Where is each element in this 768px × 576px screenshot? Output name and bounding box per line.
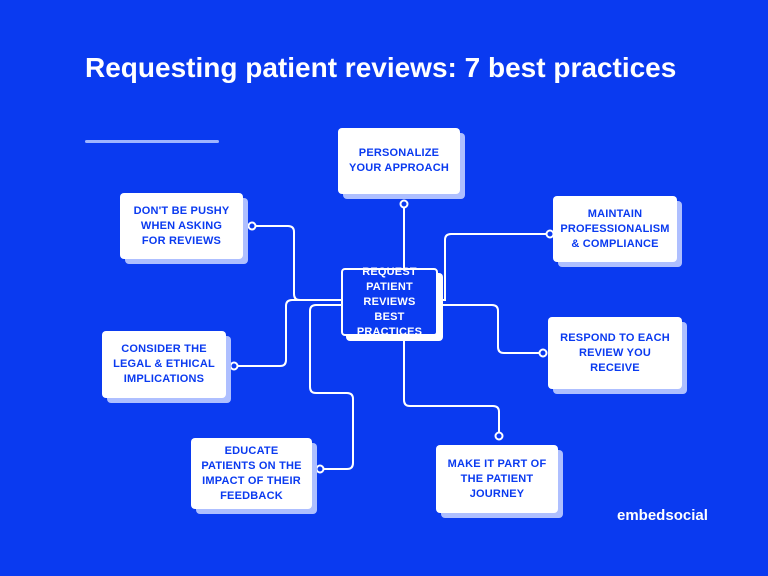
node-journey-label: MAKE IT PART OF THE PATIENT JOURNEY [447, 457, 547, 500]
connector-legal [236, 299, 342, 367]
connector-dot-journey [494, 431, 504, 441]
connector-respond [438, 304, 541, 354]
node-legal: CONSIDER THE LEGAL & ETHICAL IMPLICATION… [102, 331, 226, 398]
connector-dot-pushy [247, 221, 257, 231]
node-center-label: REQUEST PATIENT REVIEWS BEST PRACTICES [356, 265, 423, 338]
node-respond-label: RESPOND TO EACH REVIEW YOU RECEIVE [560, 331, 670, 374]
node-personalize-label: PERSONALIZE YOUR APPROACH [349, 147, 449, 174]
node-pushy: DON'T BE PUSHY WHEN ASKING FOR REVIEWS [120, 193, 243, 259]
node-educate-label: EDUCATE PATIENTS ON THE IMPACT OF THEIR … [201, 444, 302, 502]
embedsocial-logo: embedsocial [617, 507, 708, 524]
node-legal-label: CONSIDER THE LEGAL & ETHICAL IMPLICATION… [113, 343, 215, 385]
connector-pushy [253, 225, 342, 301]
title-divider [85, 140, 219, 143]
node-personalize: PERSONALIZE YOUR APPROACH [338, 128, 460, 194]
connector-journey [403, 336, 500, 434]
node-journey: MAKE IT PART OF THE PATIENT JOURNEY [436, 445, 558, 513]
node-center: REQUEST PATIENT REVIEWS BEST PRACTICES [341, 266, 438, 338]
node-maintain-label: MAINTAIN PROFESSIONALISM & COMPLIANCE [560, 207, 670, 250]
connector-educate [309, 304, 354, 470]
connector-maintain [438, 233, 548, 301]
node-respond: RESPOND TO EACH REVIEW YOU RECEIVE [548, 317, 682, 389]
connector-dot-educate [315, 464, 325, 474]
connector-dot-respond [538, 348, 548, 358]
node-pushy-label: DON'T BE PUSHY WHEN ASKING FOR REVIEWS [133, 204, 230, 247]
connector-dot-legal [229, 361, 239, 371]
connector-dot-personalize [399, 199, 409, 209]
page-title: Requesting patient reviews: 7 best pract… [85, 52, 677, 83]
node-educate: EDUCATE PATIENTS ON THE IMPACT OF THEIR … [191, 438, 312, 509]
node-maintain: MAINTAIN PROFESSIONALISM & COMPLIANCE [553, 196, 677, 262]
